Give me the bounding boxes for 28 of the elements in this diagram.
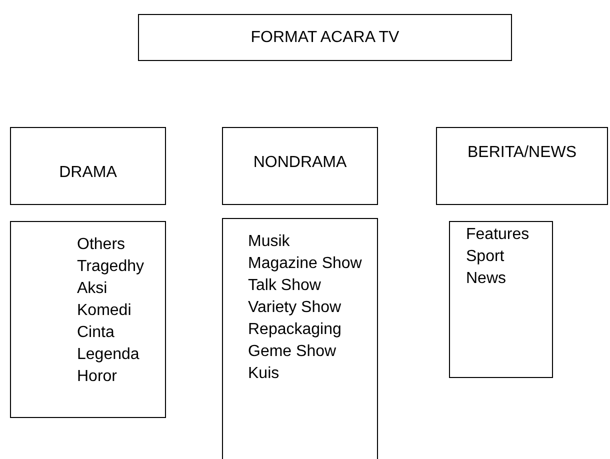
list-item: Talk Show <box>248 276 321 296</box>
category-label: BERITA/NEWS <box>466 143 578 163</box>
list-item: Kuis <box>248 364 280 384</box>
list-item: Variety Show <box>248 298 342 318</box>
list-item: Geme Show <box>248 342 336 362</box>
list-item: Others <box>77 235 126 255</box>
list-item: Sport <box>466 247 504 267</box>
list-item: Magazine Show <box>248 254 362 274</box>
list-item: Musik <box>248 232 290 252</box>
category-box <box>222 127 378 205</box>
category-label: DRAMA <box>58 163 118 183</box>
title-box <box>138 14 512 61</box>
list-box <box>10 221 166 418</box>
list-item: Tragedhy <box>77 257 144 277</box>
list-item: Repackaging <box>248 320 342 340</box>
list-item: Komedi <box>77 301 132 321</box>
list-item: News <box>466 269 506 289</box>
list-box <box>449 221 553 378</box>
list-box <box>222 218 378 459</box>
list-item: Aksi <box>77 279 108 299</box>
node-label: FORMAT ACARA TV <box>250 28 400 48</box>
category-box <box>10 127 166 205</box>
list-item: Horor <box>77 367 118 387</box>
category-label: NONDRAMA <box>252 153 348 173</box>
list-item: Cinta <box>77 323 114 343</box>
category-box <box>436 127 608 205</box>
list-item: Features <box>466 225 530 245</box>
list-item: Legenda <box>77 345 140 365</box>
